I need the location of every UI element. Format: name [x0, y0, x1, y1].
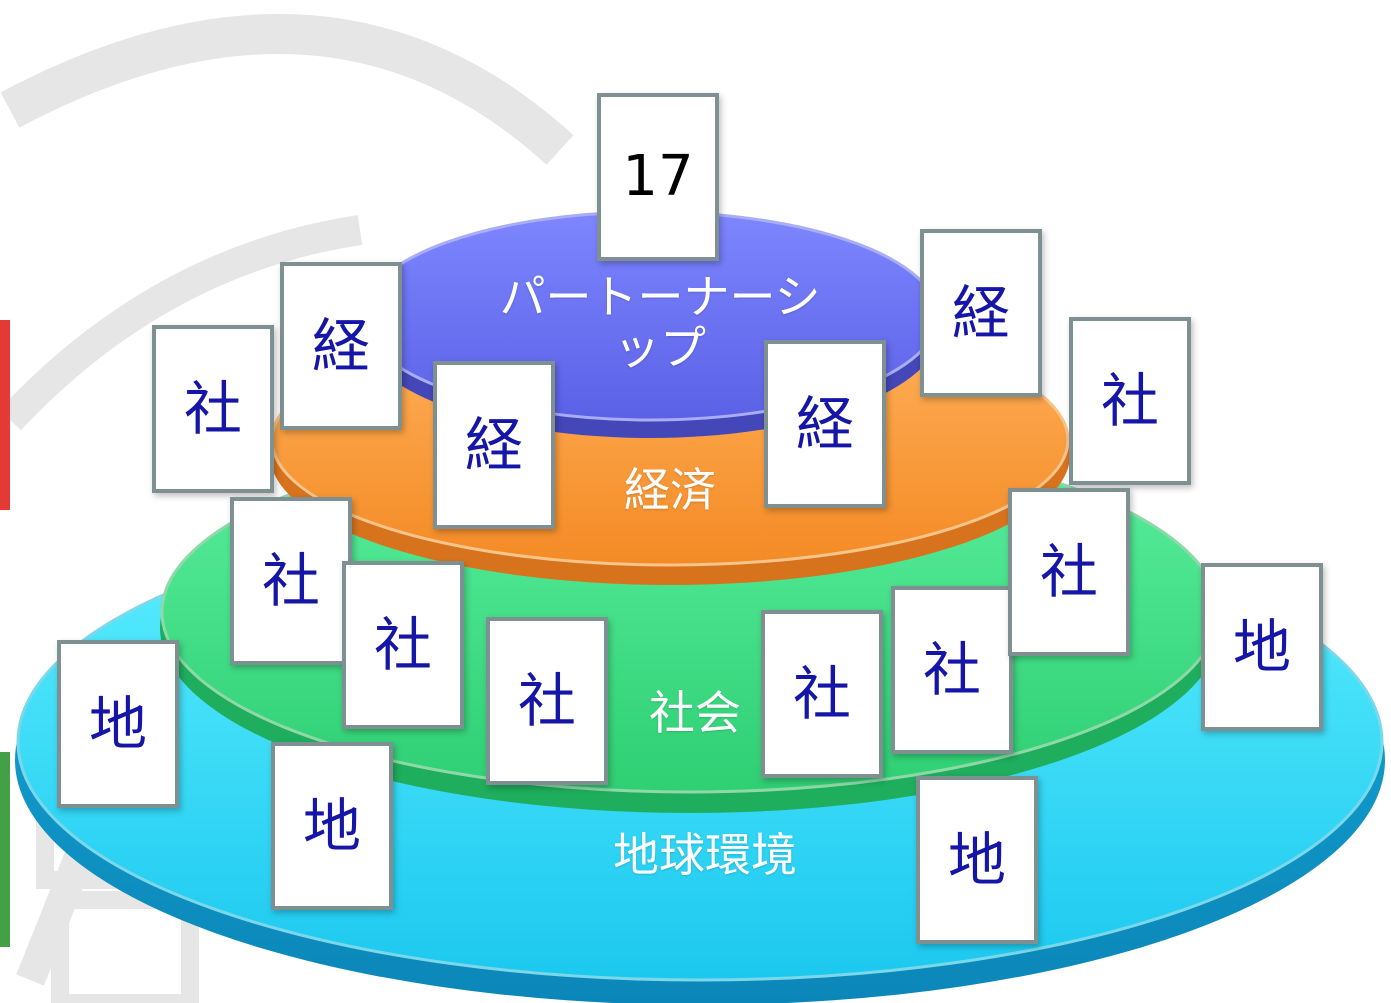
left-edge-green-strip	[0, 752, 10, 947]
society-card[interactable]: 社	[1069, 317, 1191, 485]
society-card[interactable]: 社	[342, 561, 464, 729]
goal-17-card[interactable]: 17	[597, 93, 719, 261]
left-edge-red-strip	[0, 320, 10, 510]
environment-card[interactable]: 地	[1201, 563, 1323, 731]
society-card[interactable]: 社	[152, 325, 274, 493]
tier-label-environment: 地球環境	[613, 828, 797, 882]
tier-label-partnership-line1: パートーナーシ	[499, 270, 821, 324]
society-card[interactable]: 社	[761, 610, 883, 778]
tier-label-partnership-line2: ップ	[614, 320, 706, 375]
economy-card[interactable]: 経	[280, 262, 402, 430]
tier-label-partnership: パートーナーシ ップ	[470, 272, 850, 373]
economy-card[interactable]: 経	[920, 229, 1042, 397]
society-card[interactable]: 社	[230, 497, 352, 665]
tier-label-economy: 経済	[624, 463, 716, 517]
tier-label-society: 社会	[649, 686, 741, 740]
society-card[interactable]: 社	[891, 586, 1013, 754]
society-card[interactable]: 社	[486, 617, 608, 785]
environment-card[interactable]: 地	[271, 742, 393, 910]
environment-card[interactable]: 地	[57, 640, 179, 808]
environment-card[interactable]: 地	[916, 776, 1038, 944]
economy-card[interactable]: 経	[433, 361, 555, 529]
economy-card[interactable]: 経	[764, 340, 886, 508]
society-card[interactable]: 社	[1008, 488, 1130, 656]
